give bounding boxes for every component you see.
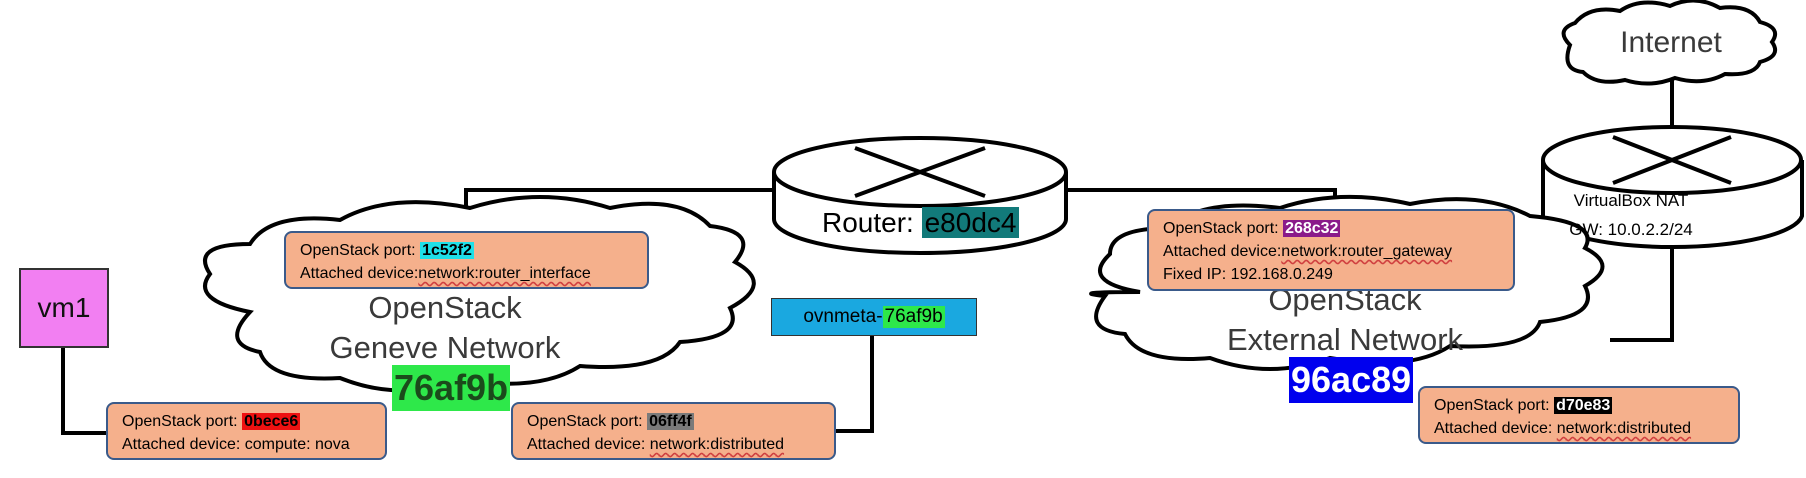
device-value: network:router_gateway xyxy=(1281,243,1453,260)
port-router-gateway: OpenStack port: 268c32 Attached device:n… xyxy=(1147,209,1515,291)
device-prefix: Attached device: xyxy=(1434,420,1557,437)
ovnmeta-id: 76af9b xyxy=(882,306,945,328)
port-label: OpenStack port: xyxy=(1434,397,1555,414)
port-label: OpenStack port: xyxy=(300,242,421,259)
port-id: 0bece6 xyxy=(242,413,301,430)
port-label: OpenStack port: xyxy=(527,413,648,430)
port-id: 06ff4f xyxy=(647,413,694,430)
port-geneve-distributed-line2: Attached device: network:distributed xyxy=(527,433,820,456)
port-router-gateway-line1: OpenStack port: 268c32 xyxy=(1163,217,1499,240)
port-vm-line2: Attached device: compute: nova xyxy=(122,436,350,453)
port-label: OpenStack port: xyxy=(122,413,243,430)
external-network-id: 96ac89 xyxy=(1289,357,1414,403)
port-vm: OpenStack port: 0bece6 Attached device: … xyxy=(106,402,387,460)
port-id: 268c32 xyxy=(1283,220,1341,237)
vm1-label: vm1 xyxy=(37,292,91,323)
link-nat-external xyxy=(1610,215,1674,342)
port-vm-line1: OpenStack port: 0bece6 xyxy=(122,410,371,433)
port-router-gateway-line2: Attached device:network:router_gateway xyxy=(1163,240,1499,263)
virtualbox-nat-router xyxy=(1541,125,1804,249)
device-prefix: Attached device: xyxy=(527,436,650,453)
link-vm-port xyxy=(61,348,108,435)
nat-label-line2: GW: 10.0.2.2/24 xyxy=(1569,220,1693,239)
router-label-prefix: Router: xyxy=(822,207,922,238)
nat-label: VirtualBox NAT GW: 10.0.2.2/24 xyxy=(1551,186,1711,244)
port-external-distributed-line2: Attached device: network:distributed xyxy=(1434,417,1724,440)
external-network-title-line2: External Network xyxy=(1227,322,1464,357)
port-router-gateway-fixed-ip: Fixed IP: 192.168.0.249 xyxy=(1163,266,1333,283)
port-label: OpenStack port: xyxy=(1163,220,1284,237)
port-router-interface-line1: OpenStack port: 1c52f2 xyxy=(300,239,633,262)
ovnmeta-prefix: ovnmeta- xyxy=(803,306,883,327)
internet-label: Internet xyxy=(1620,26,1722,59)
device-value: network:distributed xyxy=(649,436,785,453)
port-geneve-distributed-line1: OpenStack port: 06ff4f xyxy=(527,410,820,433)
router-id: e80dc4 xyxy=(921,207,1020,238)
port-id: d70e83 xyxy=(1554,397,1613,414)
device-prefix: Attached device: xyxy=(1163,243,1282,260)
vm1-node: vm1 xyxy=(19,268,109,348)
port-id: 1c52f2 xyxy=(420,242,474,259)
internet-cloud xyxy=(1561,0,1777,86)
port-external-distributed: OpenStack port: d70e83 Attached device: … xyxy=(1418,386,1740,444)
geneve-network-title-line2: Geneve Network xyxy=(330,330,561,365)
ovnmeta-node: ovnmeta-76af9b xyxy=(771,298,977,336)
port-router-interface: OpenStack port: 1c52f2 Attached device:n… xyxy=(284,231,649,289)
port-router-interface-line2: Attached device:network:router_interface xyxy=(300,262,633,285)
geneve-network-id: 76af9b xyxy=(392,365,511,411)
router-label: Router: e80dc4 xyxy=(822,204,1020,242)
nat-label-line1: VirtualBox NAT xyxy=(1573,191,1689,210)
device-prefix: Attached device: xyxy=(300,265,419,282)
port-geneve-distributed: OpenStack port: 06ff4f Attached device: … xyxy=(511,402,836,460)
port-external-distributed-line1: OpenStack port: d70e83 xyxy=(1434,394,1724,417)
geneve-network-title-line1: OpenStack xyxy=(368,290,522,325)
device-value: network:distributed xyxy=(1556,420,1692,437)
link-ovnmeta-port xyxy=(834,336,874,433)
device-value: network:router_interface xyxy=(418,265,591,282)
